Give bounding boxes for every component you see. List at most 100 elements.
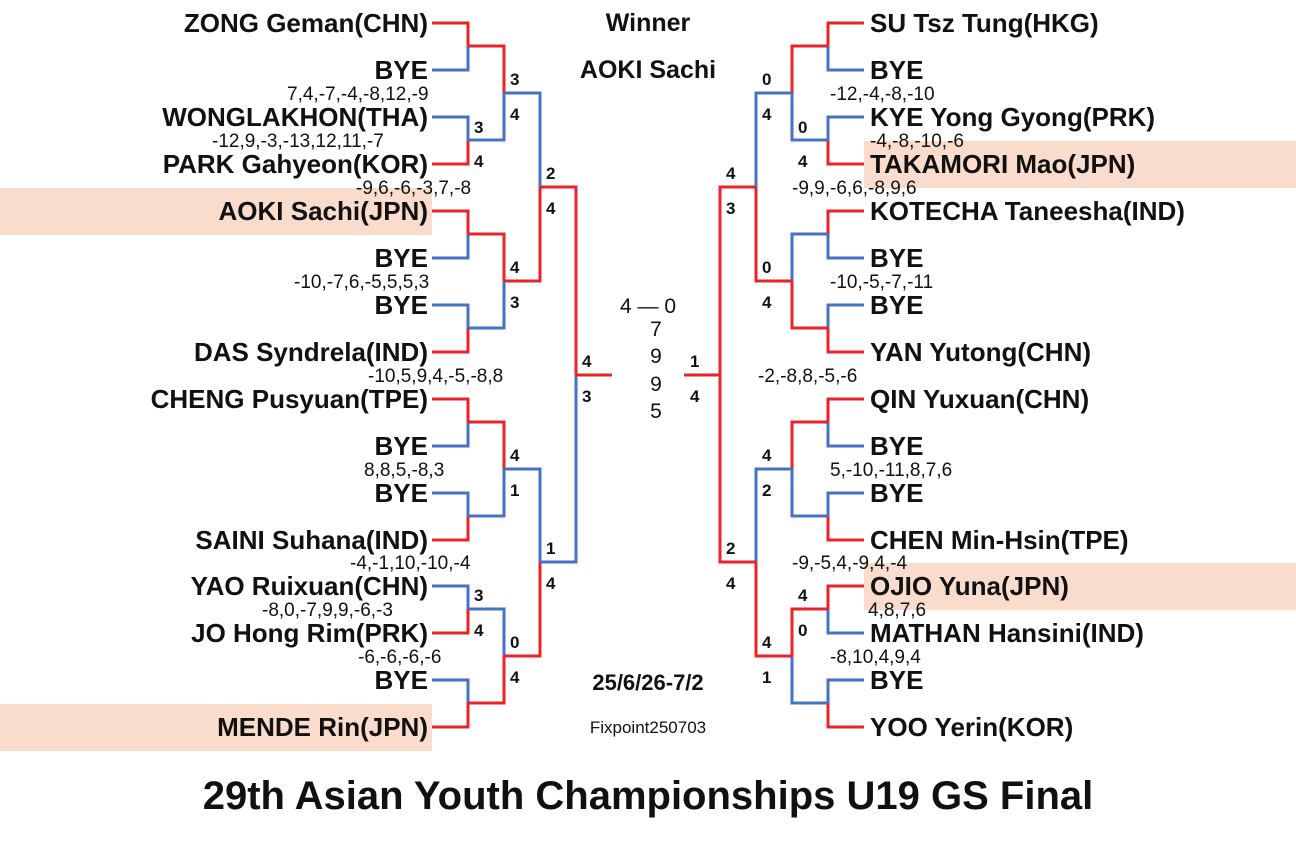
left-player: BYE xyxy=(374,290,428,320)
games-won: 1 xyxy=(690,352,700,371)
match-score: 7,4,-7,-4,-8,12,-9 xyxy=(287,84,429,105)
games-won: 2 xyxy=(762,481,772,500)
right-player: YAN Yutong(CHN) xyxy=(870,337,1091,367)
match-score: -4,-8,-10,-6 xyxy=(870,131,964,152)
left-player: ZONG Geman(CHN) xyxy=(183,8,428,38)
games-won: 0 xyxy=(510,633,520,652)
right-player: OJIO Yuna(JPN) xyxy=(870,571,1069,601)
right-player: KYE Yong Gyong(PRK) xyxy=(870,102,1156,132)
left-player: CHENG Pusyuan(TPE) xyxy=(150,384,428,414)
games-won: 2 xyxy=(546,164,556,183)
games-won: 0 xyxy=(762,258,772,277)
left-player: JO Hong Rim(PRK) xyxy=(191,618,428,648)
left-player: WONGLAKHON(THA) xyxy=(162,102,428,132)
match-score: -9,-5,4,-9,4,-4 xyxy=(792,553,908,574)
match-score: -8,10,4,9,4 xyxy=(830,647,921,668)
left-player: BYE xyxy=(374,243,428,273)
match-score: -9,9,-6,6,-8,9,6 xyxy=(792,178,917,199)
games-won: 3 xyxy=(474,586,484,605)
right-player: YOO Yerin(KOR) xyxy=(870,712,1074,742)
games-won: 4 xyxy=(762,633,772,652)
games-won: 4 xyxy=(726,574,736,593)
right-player: CHEN Min-Hsin(TPE) xyxy=(870,525,1129,555)
games-won: 3 xyxy=(582,387,592,406)
match-score: -12,9,-3,-13,12,11,-7 xyxy=(212,131,384,152)
event-date: 25/6/26-7/2 xyxy=(592,670,704,695)
games-won: 3 xyxy=(510,70,520,89)
right-player: BYE xyxy=(870,478,924,508)
games-won: 4 xyxy=(582,352,592,371)
final-game-score: 7 xyxy=(650,318,662,341)
match-score: -8,0,-7,9,9,-6,-3 xyxy=(262,600,393,621)
games-won: 4 xyxy=(726,164,736,183)
left-player: BYE xyxy=(374,665,428,695)
page-title: 29th Asian Youth Championships U19 GS Fi… xyxy=(202,774,1094,818)
games-won: 4 xyxy=(474,152,484,171)
games-won: 4 xyxy=(762,446,772,465)
right-player: SU Tsz Tung(HKG) xyxy=(870,8,1099,38)
games-won: 4 xyxy=(510,668,520,687)
games-won: 4 xyxy=(474,621,484,640)
left-player: BYE xyxy=(374,55,428,85)
games-won: 2 xyxy=(726,539,736,558)
right-player: BYE xyxy=(870,243,924,273)
games-won: 4 xyxy=(546,574,556,593)
games-won: 4 xyxy=(510,105,520,124)
match-score: -2,-8,8,-5,-6 xyxy=(758,366,858,387)
right-player: QIN Yuxuan(CHN) xyxy=(870,384,1090,414)
match-score: -10,-7,6,-5,5,5,3 xyxy=(294,272,430,293)
games-won: 4 xyxy=(798,152,808,171)
winner-name: AOKI Sachi xyxy=(579,56,717,84)
games-won: 4 xyxy=(762,293,772,312)
games-won: 1 xyxy=(510,481,520,500)
games-won: 3 xyxy=(726,199,736,218)
left-player: PARK Gahyeon(KOR) xyxy=(162,149,428,179)
left-player: BYE xyxy=(374,431,428,461)
match-score: -9,6,-6,-3,7,-8 xyxy=(356,178,472,199)
games-won: 1 xyxy=(546,539,556,558)
match-score: -4,-1,10,-10,-4 xyxy=(350,553,471,574)
final-game-score: 9 xyxy=(650,345,662,368)
games-won: 3 xyxy=(474,118,484,137)
match-score: -6,-6,-6,-6 xyxy=(358,647,442,668)
games-won: 4 xyxy=(510,446,520,465)
right-player: BYE xyxy=(870,431,924,461)
games-won: 0 xyxy=(798,621,808,640)
match-score: -10,-5,-7,-11 xyxy=(830,272,934,293)
final-game-score: 5 xyxy=(650,400,662,423)
games-won: 3 xyxy=(510,293,520,312)
highlight-mende xyxy=(0,704,432,751)
final-game-score: 9 xyxy=(650,373,662,396)
right-player: TAKAMORI Mao(JPN) xyxy=(870,149,1136,179)
match-score: 5,-10,-11,8,7,6 xyxy=(830,460,953,481)
left-player: DAS Syndrela(IND) xyxy=(193,337,428,367)
right-player: MATHAN Hansini(IND) xyxy=(870,618,1144,648)
right-player: KOTECHA Taneesha(IND) xyxy=(870,196,1185,226)
left-player: MENDE Rin(JPN) xyxy=(217,712,428,742)
left-player: SAINI Suhana(IND) xyxy=(195,525,428,555)
match-score: -10,5,9,4,-5,-8,8 xyxy=(368,366,504,387)
right-player: BYE xyxy=(870,55,924,85)
highlight-aoki xyxy=(0,188,432,235)
fixpoint-label: Fixpoint250703 xyxy=(589,718,707,737)
match-score: 4,8,7,6 xyxy=(868,600,927,621)
games-won: 0 xyxy=(798,118,808,137)
final-score: 4 — 0 xyxy=(619,295,677,318)
left-player: YAO Ruixuan(CHN) xyxy=(190,571,428,601)
games-won: 4 xyxy=(762,105,772,124)
match-score: -12,-4,-8,-10 xyxy=(830,84,935,105)
games-won: 1 xyxy=(762,668,772,687)
winner-label: Winner xyxy=(605,9,691,37)
match-score: 8,8,5,-8,3 xyxy=(364,460,445,481)
left-player: AOKI Sachi(JPN) xyxy=(218,196,429,226)
games-won: 0 xyxy=(762,70,772,89)
games-won: 4 xyxy=(510,258,520,277)
left-player: BYE xyxy=(374,478,428,508)
right-player: BYE xyxy=(870,665,924,695)
games-won: 4 xyxy=(798,586,808,605)
games-won: 4 xyxy=(690,387,700,406)
right-player: BYE xyxy=(870,290,924,320)
games-won: 4 xyxy=(546,199,556,218)
highlight-ojio xyxy=(864,563,1296,610)
